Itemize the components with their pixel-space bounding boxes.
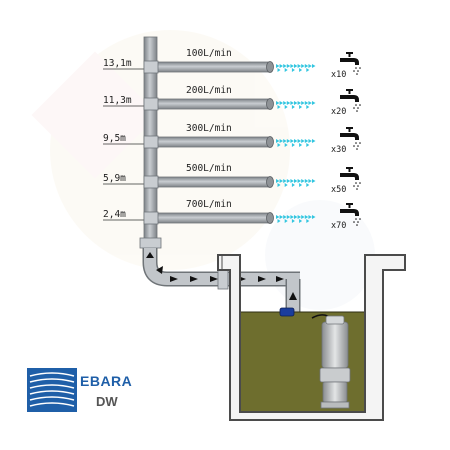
branch-pipe [156,176,270,188]
branch-row: 9,5m 300L/min x30 [103,123,361,155]
flow-label: 200L/min [186,85,232,96]
tap-count-label: x10 [331,70,346,80]
height-label: 2,4m [103,209,126,220]
faucet-icon [340,52,361,75]
height-label: 9,5m [103,133,126,144]
submersible-pump-icon [311,314,351,409]
height-label: 5,9m [103,173,126,184]
tap-count-label: x30 [331,145,346,155]
pipe-coupling [217,269,229,290]
flow-label: 300L/min [186,123,232,134]
tap-count-label: x50 [331,185,346,195]
branch-pipe [156,212,270,224]
branch-row: 11,3m 200L/min x20 [103,85,361,117]
tee-fitting [143,175,159,189]
faucet-icon [340,167,361,190]
flow-label: 100L/min [186,48,232,59]
pipe-outlet [266,176,274,188]
tap-count-label: x20 [331,107,346,117]
brand-model: DW [96,394,118,409]
pipe-fitting [139,237,162,249]
brand-name: EBARA [80,373,132,389]
faucet-icon [340,203,361,226]
faucet-icon [340,89,361,112]
branch-row: 5,9m 500L/min x50 [103,163,361,195]
tee-fitting [143,60,159,74]
tee-fitting [143,97,159,111]
water-spray [276,139,316,147]
ebara-logo-icon [27,368,77,412]
water-spray [276,64,316,72]
tee-fitting [143,211,159,225]
branch-pipe [156,98,270,110]
flow-label: 500L/min [186,163,232,174]
water-spray [276,215,316,223]
water-spray [276,179,316,187]
height-label: 11,3m [103,95,132,106]
branch-pipes: 13,1m 100L/min x10 11,3m 200L/min x20 9,5m 300L… [103,48,361,231]
pipe-outlet [266,98,274,110]
height-label: 13,1m [103,58,132,69]
tee-fitting [143,135,159,149]
branch-pipe [156,61,270,73]
pipe-outlet [266,136,274,148]
flow-label: 700L/min [186,199,232,210]
branch-row: 13,1m 100L/min x10 [103,48,361,80]
branch-row: 2,4m 700L/min x70 [103,199,361,231]
faucet-icon [340,127,361,150]
pipe-outlet [266,61,274,73]
check-valve [279,307,295,317]
tap-count-label: x70 [331,221,346,231]
water-spray [276,101,316,109]
branch-pipe [156,136,270,148]
pipe-outlet [266,212,274,224]
